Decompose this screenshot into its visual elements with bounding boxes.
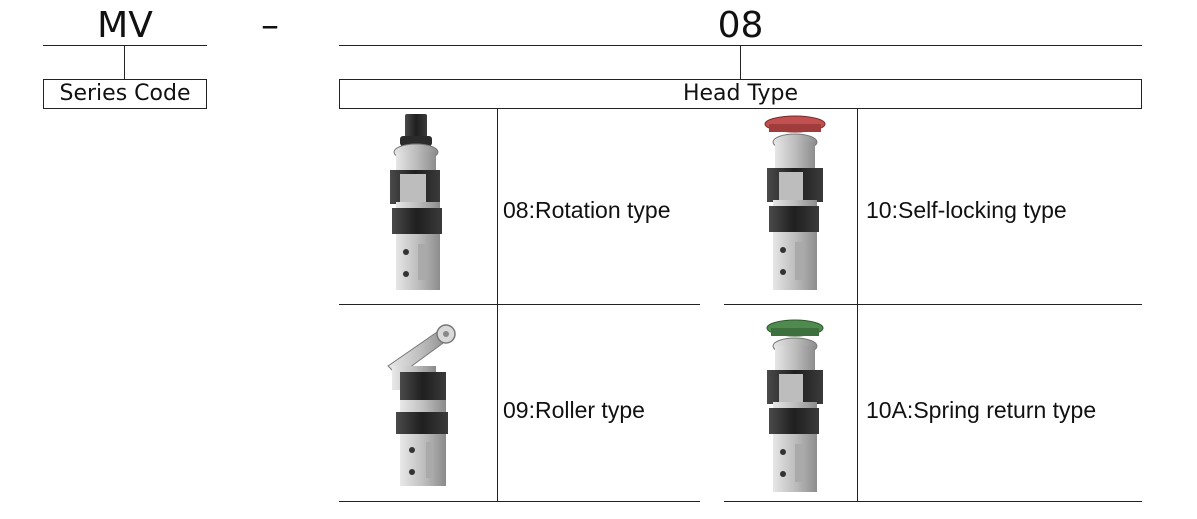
series-code-connector — [124, 46, 126, 79]
series-code-underline — [43, 45, 207, 47]
rotation-valve-image — [390, 114, 442, 290]
type-label-self-locking: 10:Self-locking type — [866, 197, 1067, 223]
head-type-connector — [740, 46, 742, 79]
head-type-code: 08 — [717, 5, 764, 46]
separator-dash: – — [261, 5, 279, 46]
self-locking-valve-image — [764, 115, 826, 290]
head-type-underline — [339, 45, 1142, 47]
type-label-roller: 09:Roller type — [503, 397, 645, 423]
grid-row-line-left — [339, 304, 700, 306]
series-code: MV — [97, 5, 153, 46]
grid-divider-right — [857, 109, 859, 502]
type-label-spring-return: 10A:Spring return type — [866, 397, 1097, 423]
head-type-label: Head Type — [339, 79, 1142, 109]
series-code-label: Series Code — [43, 79, 207, 109]
grid-divider-left — [497, 109, 499, 502]
type-label-rotation: 08:Rotation type — [503, 197, 671, 223]
spring-return-valve-image — [766, 319, 824, 492]
roller-valve-image — [387, 324, 456, 486]
grid-bottom-line-left — [339, 501, 700, 503]
grid-row-line-right — [724, 304, 1142, 306]
grid-bottom-line-right — [724, 501, 1142, 503]
